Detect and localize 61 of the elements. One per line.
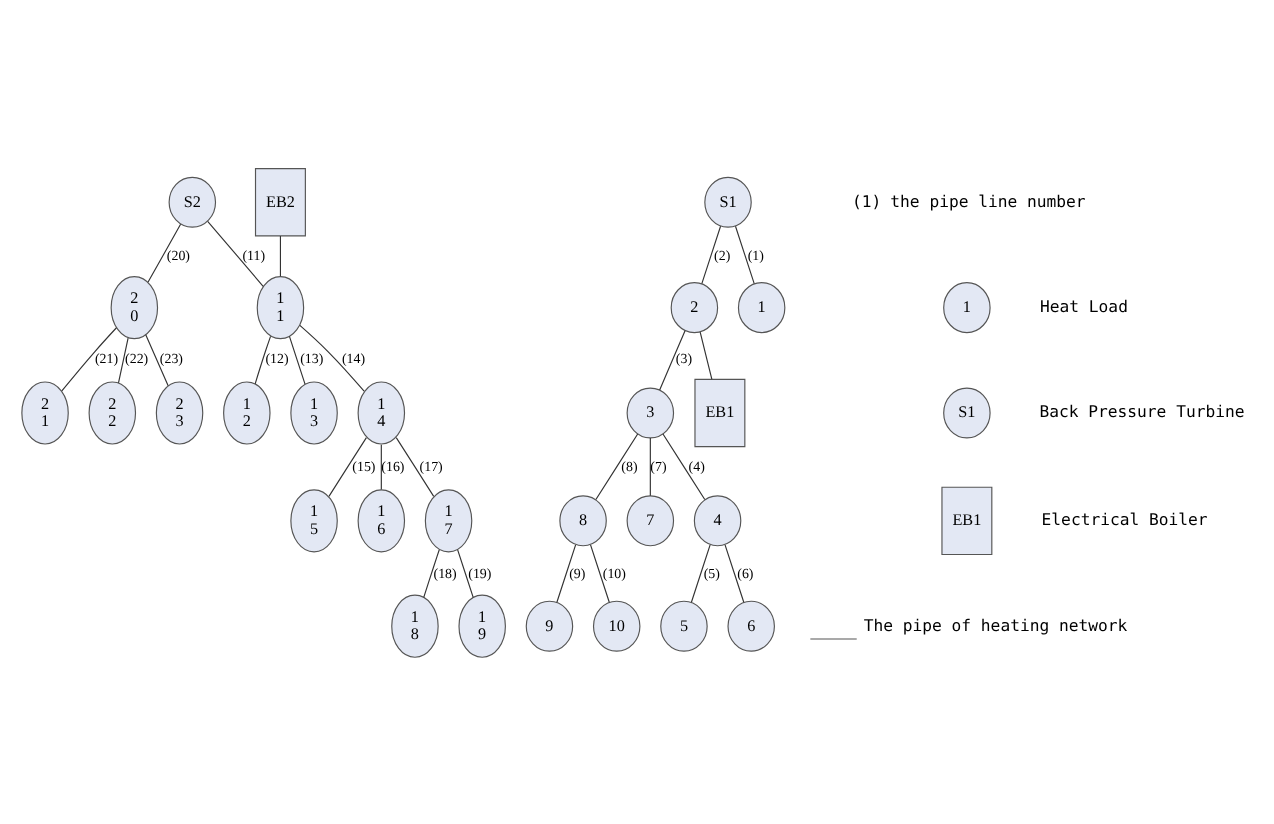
connector	[457, 548, 474, 597]
node-ellipse: 1 6	[357, 488, 406, 552]
node-circle: 6	[727, 599, 775, 651]
connector	[556, 543, 577, 602]
label: (1)	[852, 190, 882, 211]
connector	[734, 224, 755, 284]
node-circle: 3	[626, 386, 675, 438]
node-label: Heat Load	[1040, 294, 1128, 315]
node-box: EB1	[941, 485, 993, 555]
node-ellipse: 1 3	[290, 380, 338, 444]
node-circle: S1	[943, 386, 991, 438]
connector	[328, 436, 367, 496]
node-ellipse: 1 5	[290, 488, 338, 552]
connector	[61, 326, 118, 391]
connector	[254, 334, 272, 384]
node-box: EB2	[254, 167, 306, 236]
connector	[145, 333, 169, 386]
node-ellipse: 2 1	[21, 380, 69, 444]
node-ellipse: 2 0	[110, 275, 159, 339]
node-circle: S2	[168, 175, 217, 227]
node-circle: 5	[660, 599, 708, 651]
node-circle: 1	[737, 281, 786, 333]
connector	[649, 436, 651, 496]
node-circle: 8	[559, 494, 607, 546]
connector	[147, 222, 182, 282]
legend-label: The pipe of heating network	[863, 614, 1128, 635]
connector	[380, 443, 382, 490]
node-circle: 9	[525, 599, 574, 651]
connector	[395, 436, 435, 496]
connector	[117, 336, 129, 383]
node-ellipse: 1 7	[424, 488, 473, 552]
connector	[589, 543, 610, 602]
node-ellipse: 1 9	[458, 593, 506, 657]
connector	[288, 334, 306, 384]
node-circle: S1	[704, 175, 752, 227]
node-circle: 1	[943, 281, 991, 333]
node-label: Electrical Boiler	[1041, 508, 1208, 529]
node-ellipse: 1 4	[357, 380, 406, 444]
connector	[299, 323, 365, 391]
node-ellipse: 1 8	[391, 593, 439, 657]
label: the pipe line number	[890, 190, 1086, 211]
node-ellipse: 1 2	[223, 380, 271, 444]
node-ellipse: 1 1	[256, 275, 305, 339]
node-ellipse: 2 2	[88, 380, 137, 444]
node-ellipse: 2 3	[155, 380, 204, 444]
connector	[724, 543, 745, 602]
connector	[701, 224, 722, 284]
node-circle: 4	[693, 494, 742, 546]
connector	[699, 330, 713, 379]
node-circle: 7	[626, 494, 675, 546]
node-label: Back Pressure Turbine	[1039, 400, 1245, 421]
connector	[423, 548, 440, 597]
connector	[595, 432, 639, 500]
connector	[659, 329, 686, 390]
connector	[662, 432, 706, 500]
connector	[279, 234, 281, 276]
connector	[690, 543, 711, 602]
node-circle: 2	[670, 281, 719, 333]
connector	[207, 219, 264, 286]
node-circle: 10	[592, 599, 641, 651]
node-box: EB1	[694, 377, 746, 447]
